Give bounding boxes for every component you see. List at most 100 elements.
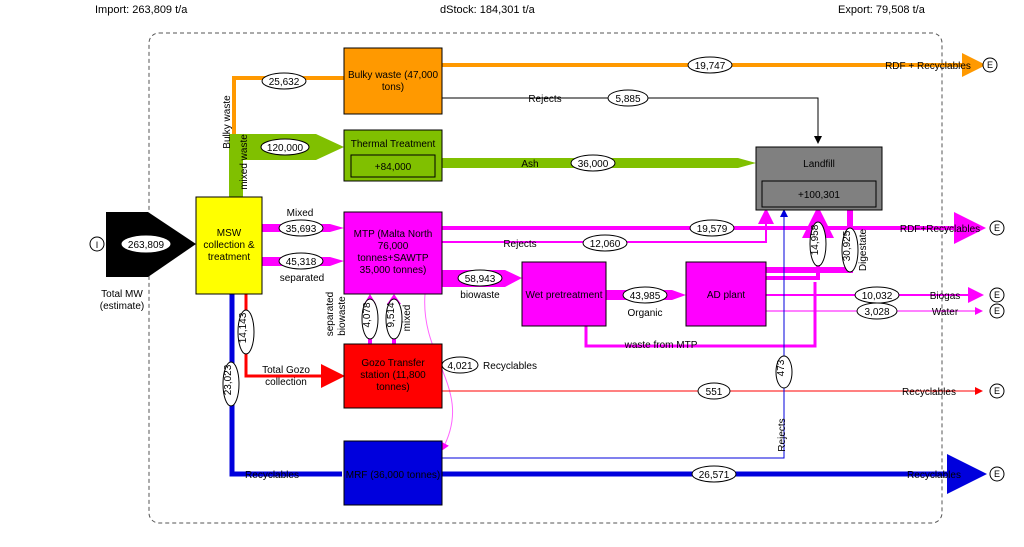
label-biowaste-vertical: biowaste [337, 296, 348, 336]
export-marker-water: E [989, 303, 1005, 319]
label-water: Water [932, 307, 959, 318]
flow-bulky-rejects [442, 97, 822, 144]
label-biowaste: biowaste [460, 290, 500, 301]
export-marker-label: E [994, 469, 1000, 479]
label-recyclables-mrf-in: Recyclables [245, 470, 299, 481]
flow-mtp-rejects [442, 208, 774, 243]
label-bulky-waste-vertical: Bulky waste [222, 95, 233, 149]
export-marker-label: E [994, 223, 1000, 233]
value-thermal-in: 120,000 [260, 138, 310, 156]
svg-text:473: 473 [776, 359, 787, 376]
flow-mtp-recyclables-mrf [424, 293, 453, 451]
flow-waste-from-mtp [584, 282, 817, 348]
svg-text:551: 551 [706, 387, 723, 398]
ad-plant-box [685, 261, 767, 327]
svg-text:19,579: 19,579 [697, 224, 728, 235]
svg-text:3,028: 3,028 [864, 307, 889, 318]
export-marker-label: E [994, 386, 1000, 396]
label-separated: separated [280, 273, 324, 284]
svg-text:58,943: 58,943 [465, 274, 496, 285]
svg-text:36,000: 36,000 [578, 159, 609, 170]
import-marker-label: I [96, 240, 99, 250]
label-mixed-vertical: mixed [402, 305, 413, 332]
export-total: Export: 79,508 t/a [838, 4, 926, 16]
value-biowaste: 58,943 [457, 269, 503, 287]
label-separated-vertical: separated [325, 292, 336, 336]
mtp-label-2: 76,000 [378, 241, 409, 252]
value-ash: 36,000 [570, 154, 616, 172]
export-marker-mrf-recyclables: E [989, 466, 1005, 482]
system-boundary [148, 32, 943, 524]
gozo-label-1: Gozo Transfer [361, 358, 425, 369]
label-waste-from-mtp: waste from MTP [624, 340, 698, 351]
export-marker-rdf: E [982, 57, 998, 73]
bulky-waste-box [343, 47, 443, 115]
label-recyclables-mrf-out: Recyclables [907, 470, 961, 481]
label-mixed: Mixed [287, 208, 314, 219]
total-mw-label-2: (estimate) [100, 301, 144, 312]
ad-label: AD plant [707, 290, 746, 301]
label-mtp-rejects: Rejects [503, 239, 536, 250]
svg-text:5,885: 5,885 [615, 94, 640, 105]
value-mrf-recyclables: 26,571 [691, 465, 737, 483]
mtp-label-3: tonnes+SAWTP [357, 253, 428, 264]
bulky-label-1: Bulky waste (47,000 [348, 70, 438, 81]
value-water: 3,028 [856, 302, 898, 320]
svg-text:30,925: 30,925 [842, 230, 853, 261]
export-marker-label: E [994, 306, 1000, 316]
flow-mrf-in [229, 294, 342, 477]
gozo-transfer-box [343, 343, 443, 409]
label-ash: Ash [521, 159, 538, 170]
label-recyclables-gozo-out: Recyclables [902, 387, 956, 398]
value-gozo-recyclables-mrf: 4,021 [441, 356, 479, 374]
msw-box [195, 196, 263, 295]
gozo-label-3: tonnes) [376, 382, 409, 393]
bulky-label-2: tons) [382, 82, 404, 93]
value-bulky-rejects: 5,885 [607, 89, 649, 107]
value-bulky-rdf: 19,747 [687, 56, 733, 74]
mtp-box [343, 211, 443, 295]
label-total-gozo-2: collection [265, 377, 307, 388]
svg-text:25,632: 25,632 [269, 77, 300, 88]
svg-text:9,514: 9,514 [386, 302, 397, 327]
thermal-stock: +84,000 [375, 162, 412, 173]
msw-label-1: MSW [217, 228, 242, 239]
label-total-gozo-1: Total Gozo [262, 365, 310, 376]
label-biogas: Biogas [930, 291, 961, 302]
svg-text:12,060: 12,060 [590, 239, 621, 250]
export-marker-mtp-rdf: E [989, 220, 1005, 236]
svg-text:120,000: 120,000 [267, 143, 304, 154]
import-marker [89, 236, 105, 252]
mrf-box [343, 440, 443, 506]
landfill-box [755, 146, 883, 211]
value-bulky-in: 25,632 [261, 72, 307, 90]
export-marker-biogas: E [989, 287, 1005, 303]
export-marker-label: E [994, 290, 1000, 300]
export-marker-label: E [987, 60, 993, 70]
value-ad-landfill: 14,958 [809, 221, 827, 267]
landfill-stock-box [761, 180, 877, 208]
total-mw-value-bubble [120, 234, 172, 254]
svg-text:14,143: 14,143 [238, 312, 249, 343]
export-marker-gozo-recyclables: E [989, 383, 1005, 399]
dstock-total: dStock: 184,301 t/a [440, 4, 536, 16]
thermal-label: Thermal Treatment [351, 139, 436, 150]
svg-text:45,318: 45,318 [286, 257, 317, 268]
thermal-stock-box [350, 154, 436, 178]
value-mrf-rejects: 473 [775, 355, 793, 389]
value-gozo-recyclables-out: 551 [697, 382, 731, 400]
label-organic: Organic [627, 308, 662, 319]
mtp-label-1: MTP (Malta North [354, 229, 433, 240]
gozo-label-2: station (11,800 [360, 370, 426, 381]
mrf-label: MRF (36,000 tonnes) [346, 470, 441, 481]
value-mtp-rejects: 12,060 [582, 234, 628, 252]
mtp-label-4: 35,000 tonnes) [360, 265, 427, 276]
landfill-label: Landfill [803, 159, 835, 170]
label-mixed-waste-vertical: mixed waste [239, 134, 250, 190]
svg-text:4,078: 4,078 [362, 302, 373, 327]
label-rejects: Rejects [528, 94, 561, 105]
label-mrf-rejects-vertical: Rejects [777, 418, 788, 451]
value-gozo-collection: 14,143 [237, 309, 255, 355]
